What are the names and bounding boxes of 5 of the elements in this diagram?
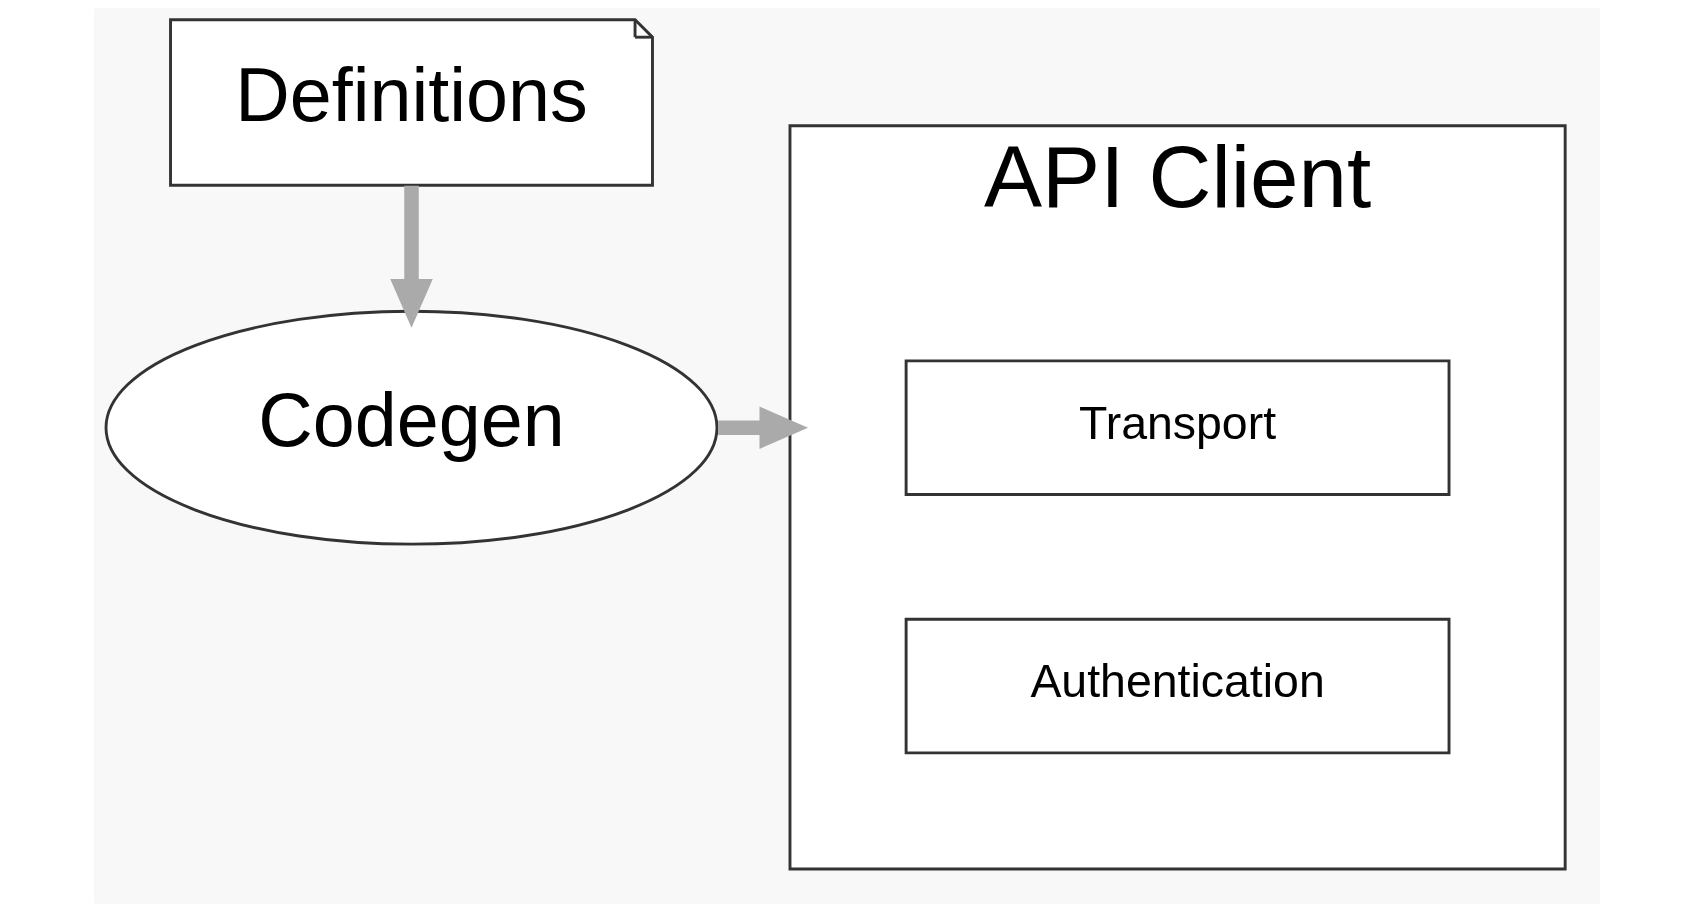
arrow (718, 406, 809, 449)
node-box: Transport (904, 359, 1451, 496)
node-ellipse: Codegen (104, 309, 719, 546)
arrow (390, 185, 433, 328)
node-box: Authentication (904, 617, 1451, 755)
